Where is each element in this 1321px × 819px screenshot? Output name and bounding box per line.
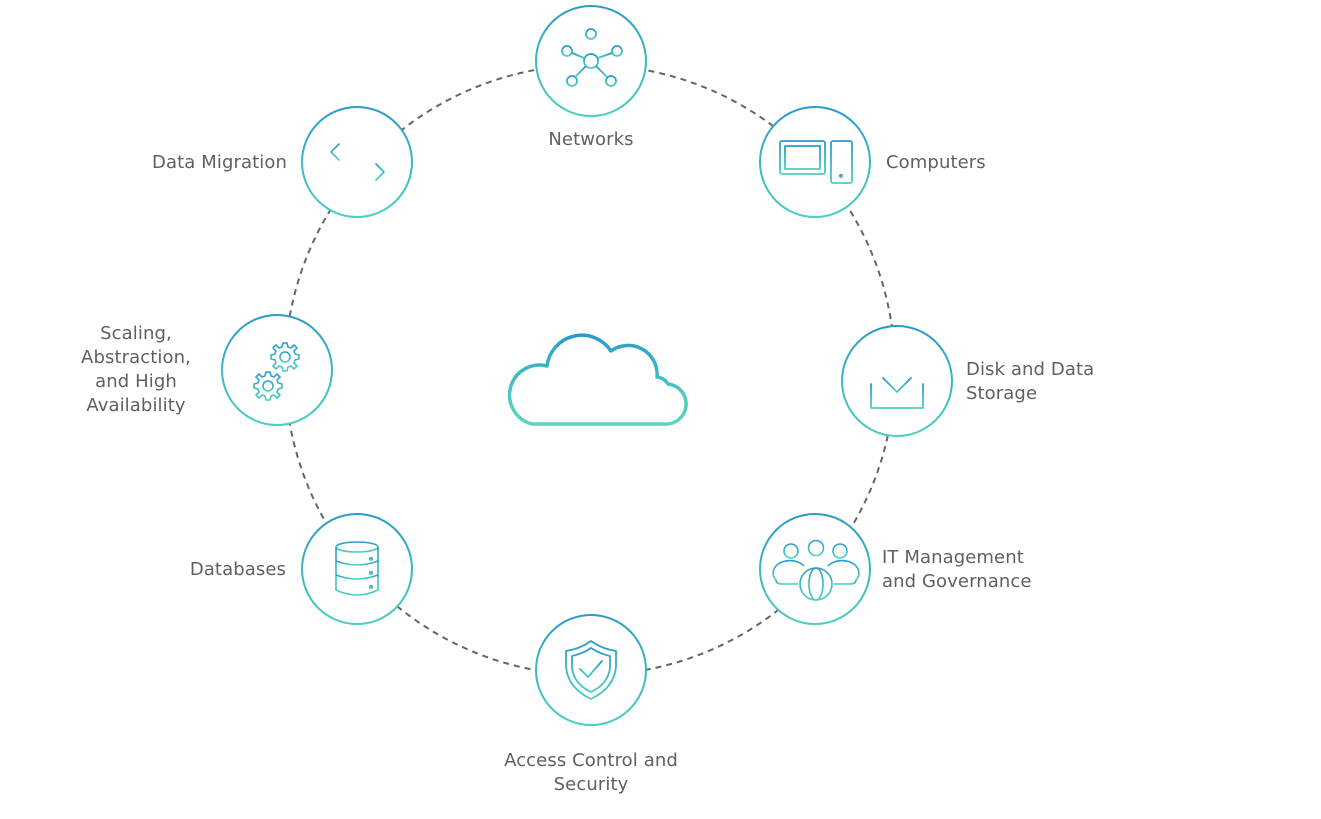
gears-icon <box>253 342 300 401</box>
network-icon <box>561 28 623 87</box>
label-networks: Networks <box>548 129 634 150</box>
database-icon <box>335 541 379 596</box>
team-globe-icon <box>772 539 860 601</box>
computer-icon <box>779 140 853 184</box>
node-access-control <box>535 614 647 726</box>
label-data-migration: Data Migration <box>152 152 287 173</box>
arrows-exchange-icon <box>330 143 385 181</box>
node-databases <box>301 513 413 625</box>
label-databases: Databases <box>189 559 286 580</box>
label-computers: Computers <box>886 152 986 173</box>
shield-check-icon <box>565 640 617 700</box>
cloud-icon <box>507 333 688 426</box>
node-data-migration <box>301 106 413 218</box>
node-networks <box>535 5 647 117</box>
download-icon <box>870 353 924 409</box>
node-scaling <box>221 314 333 426</box>
node-it-management <box>759 513 871 625</box>
node-computers <box>759 106 871 218</box>
node-storage <box>841 325 953 437</box>
